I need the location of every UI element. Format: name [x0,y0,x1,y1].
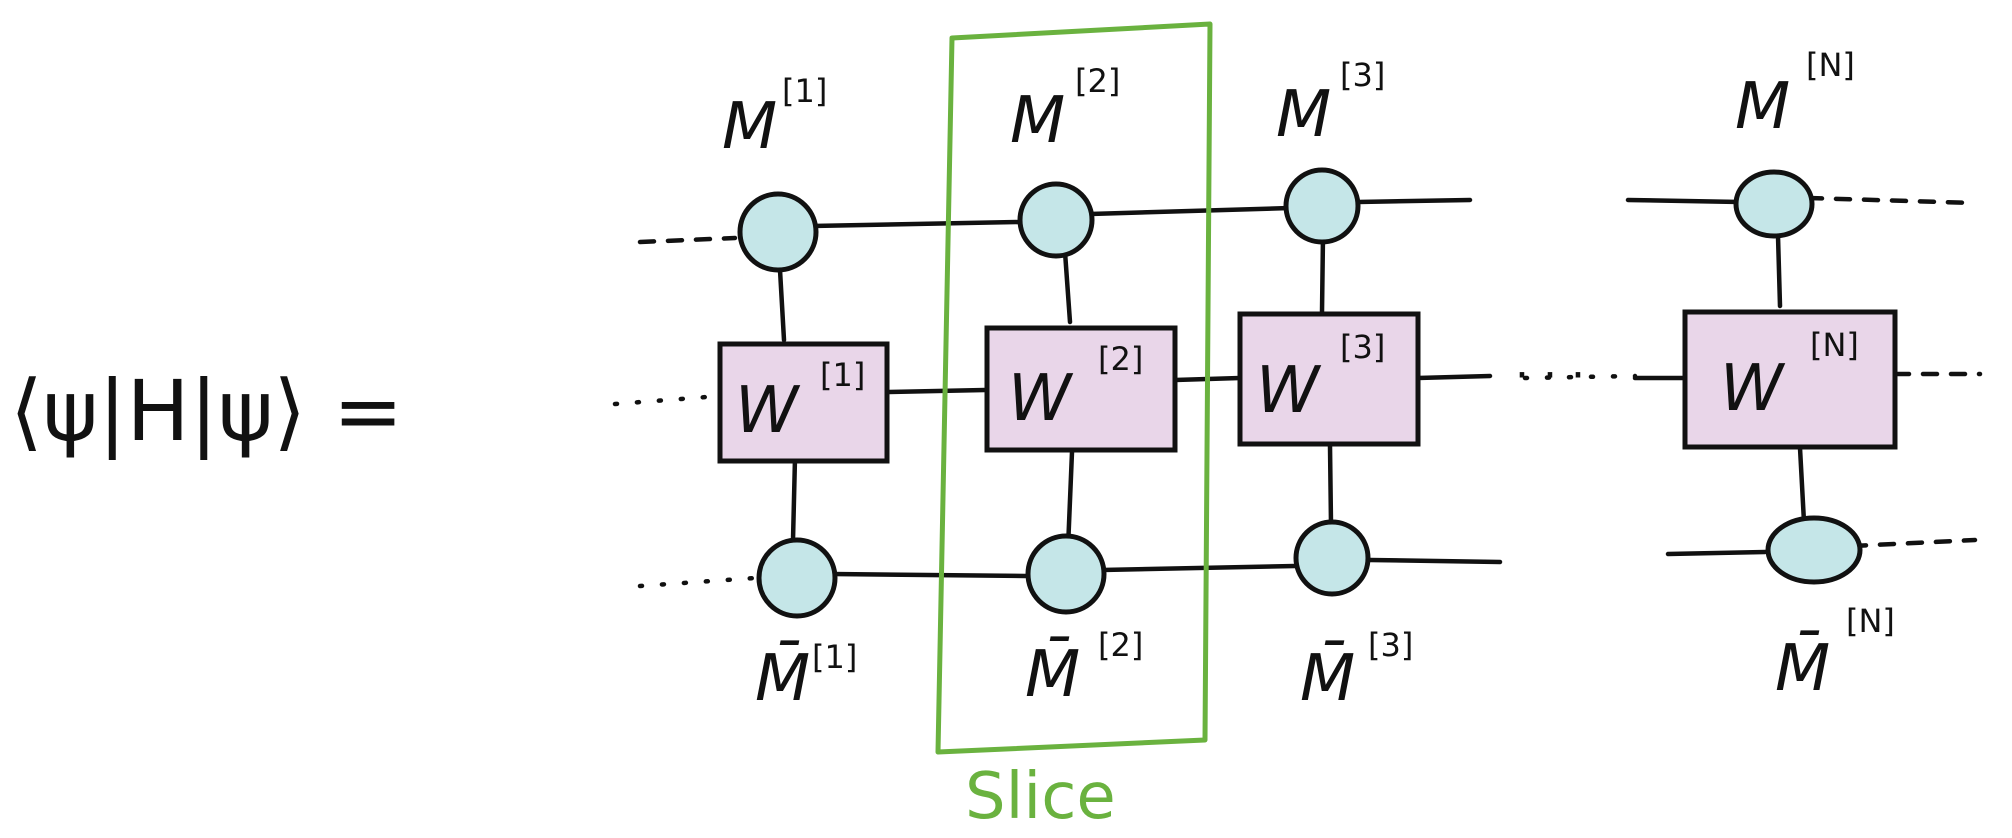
bottom-label-N: M̄ [1775,630,1830,706]
mpo-sup-2: [2] [1098,340,1143,378]
top-sup-N: [N] [1806,46,1855,84]
middle-bonds [612,371,1983,407]
mpo-tensor-1 [717,341,890,464]
equation-lhs: ⟨ψ|H|ψ⟩ = [10,362,403,460]
mpo-tensor-N [1682,309,1898,450]
bottom-label-3: M̄ [1300,640,1355,716]
mps-conj-node-3 [1293,519,1371,597]
mpo-sup-1: [1] [820,356,865,394]
mpo-tensor-2 [984,325,1178,453]
mpo-label-N: W [1720,352,1786,426]
mpo-label-3: W [1256,354,1322,428]
mps-node-3 [1283,167,1361,245]
vertical-bonds [777,233,1807,551]
top-label-2: M [1010,84,1065,158]
bottom-sup-1: [1] [812,638,857,676]
top-sup-2: [2] [1075,62,1120,100]
mps-node-N [1733,169,1815,239]
top-sup-3: [3] [1340,56,1385,94]
mps-conj-node-N [1765,515,1863,585]
top-sup-1: [1] [782,72,827,110]
mpo-label-2: W [1008,362,1074,436]
mps-node-2 [1017,181,1095,259]
bottom-sup-N: [N] [1846,602,1895,640]
mpo-tensor-3 [1237,311,1421,447]
mpo-labels: W [1] W [2] W [3] W [N] [735,326,1859,448]
top-label-N: M [1735,70,1790,144]
mpo-sup-N: [N] [1810,326,1859,364]
ellipsis: · · · [1515,350,1585,401]
top-nodes [737,167,1815,273]
top-labels: M [1] M [2] M [3] M [N] [722,46,1855,164]
mpo-sup-3: [3] [1340,328,1385,366]
mps-node-1 [737,191,819,273]
slice-box [935,21,1213,755]
bottom-nodes [756,515,1863,619]
bottom-sup-3: [3] [1368,626,1413,664]
bottom-bonds [637,537,1978,589]
slice-label: Slice [965,760,1116,834]
top-label-3: M [1276,78,1331,152]
mps-conj-node-2 [1025,533,1107,615]
bottom-label-2: M̄ [1025,636,1080,712]
top-label-1: M [722,90,777,164]
mpo-tensors [717,309,1898,464]
bottom-labels: M̄ [1] M̄ [2] M̄ [3] M̄ [N] [755,602,1895,716]
bottom-label-1: M̄ [755,640,810,716]
top-bonds [637,195,1978,245]
bottom-sup-2: [2] [1098,626,1143,664]
mpo-label-1: W [735,374,801,448]
mps-conj-node-1 [756,537,838,619]
